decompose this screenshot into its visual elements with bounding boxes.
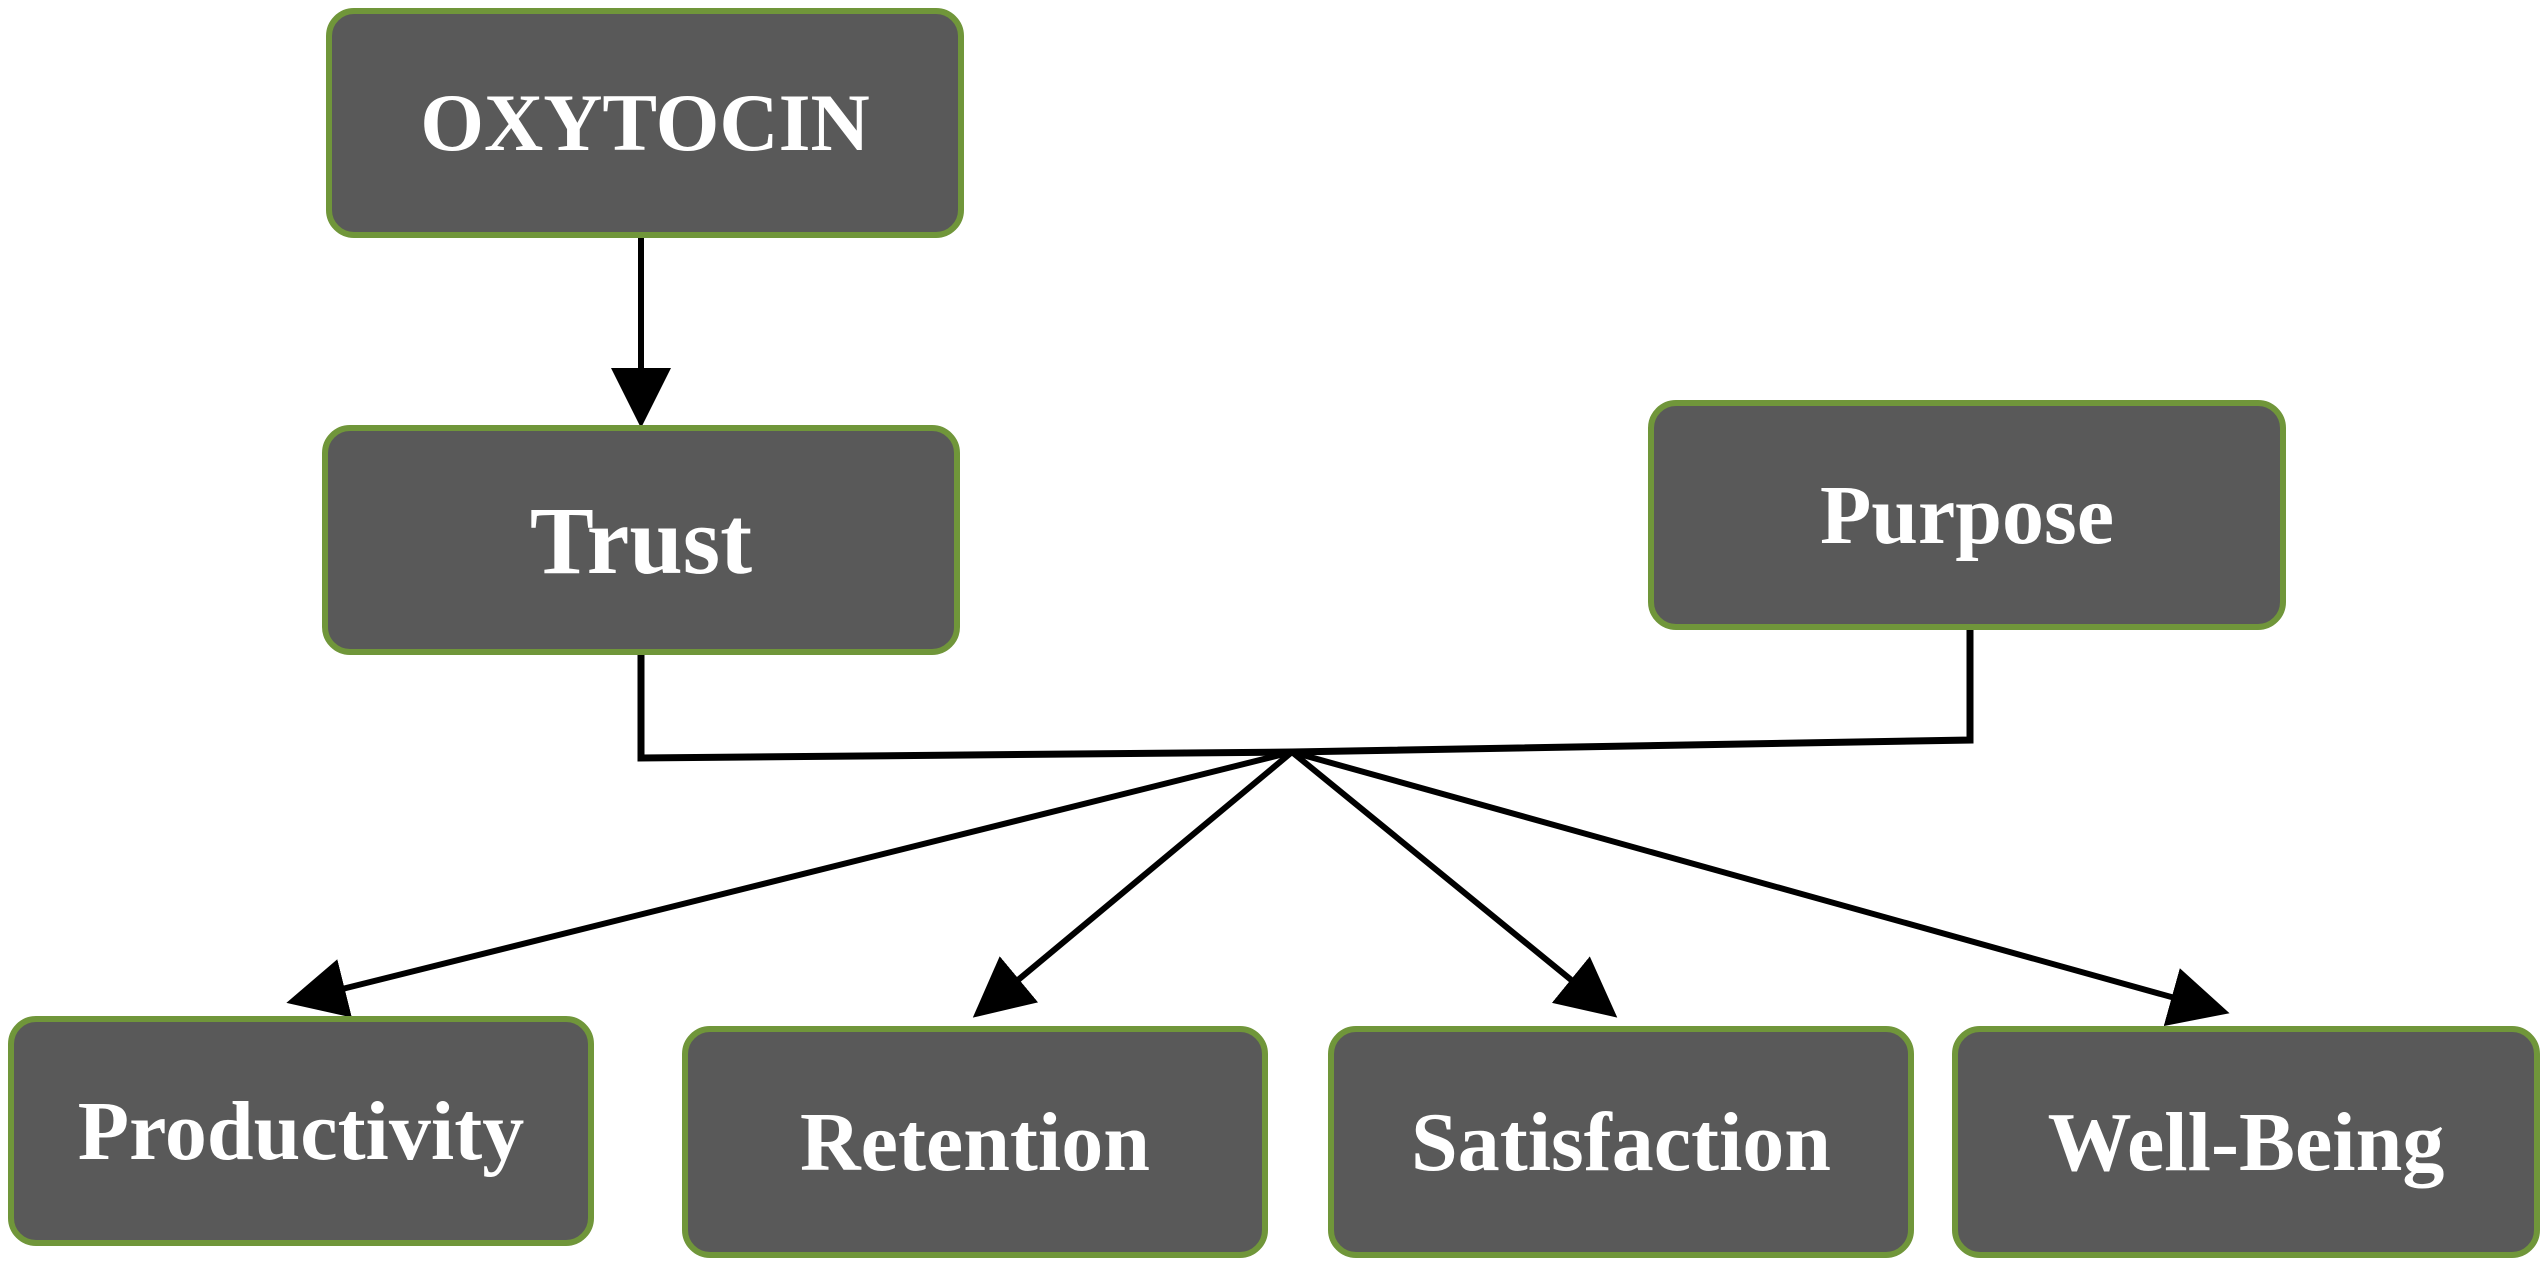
node-satisfaction-label: Satisfaction	[1411, 1095, 1831, 1189]
node-productivity: Productivity	[8, 1016, 594, 1246]
node-retention-label: Retention	[800, 1095, 1150, 1189]
edge-to-productivity	[286, 749, 1293, 1018]
edge-to-satisfaction	[1290, 749, 1618, 1018]
node-oxytocin-label: OXYTOCIN	[420, 77, 870, 168]
node-trust-label: Trust	[529, 486, 753, 594]
node-wellbeing-label: Well-Being	[2047, 1095, 2445, 1189]
node-purpose: Purpose	[1648, 400, 2286, 630]
node-productivity-label: Productivity	[77, 1084, 525, 1178]
edge-to-wellbeing	[1291, 749, 2230, 1027]
node-retention: Retention	[682, 1026, 1268, 1258]
node-satisfaction: Satisfaction	[1328, 1026, 1914, 1258]
node-oxytocin: OXYTOCIN	[326, 8, 964, 238]
node-purpose-label: Purpose	[1820, 468, 2114, 562]
node-trust: Trust	[322, 425, 960, 655]
node-wellbeing: Well-Being	[1952, 1026, 2540, 1258]
edge-to-retention	[972, 749, 1294, 1018]
